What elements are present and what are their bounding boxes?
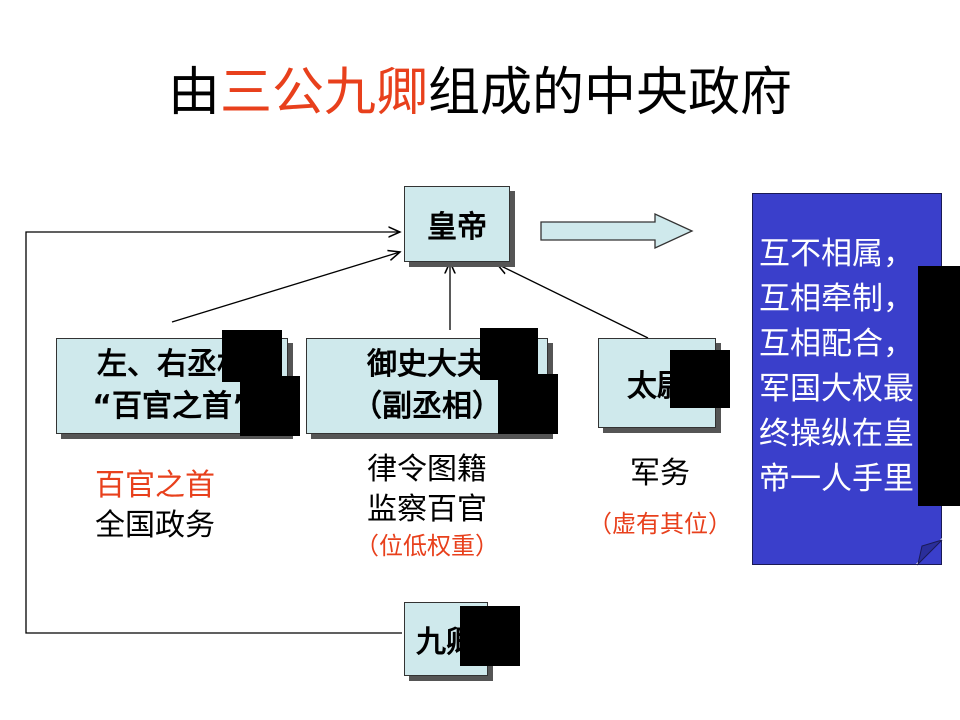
redaction-block <box>240 376 300 436</box>
censor-duty-3: （位低权重） <box>355 532 499 560</box>
censor-label-line1: 御史大夫 <box>367 347 487 382</box>
censor-duty-2: 监察百官 <box>367 492 487 527</box>
arrow-jiuqing-to-emperor <box>25 232 402 634</box>
emperor-box: 皇帝 <box>404 186 510 262</box>
summary-line: 军国大权最 <box>759 371 914 407</box>
arrow-chancellor-to-emperor <box>171 252 400 323</box>
chancellor-duty-2: 全国政务 <box>95 508 215 543</box>
censor-label-line2: （副丞相） <box>352 389 502 424</box>
taiwei-duties: 军务 （虚有其位） <box>560 454 760 540</box>
redaction-block <box>498 374 558 434</box>
page-title: 由三公九卿组成的中央政府 <box>0 58 960 128</box>
emperor-label: 皇帝 <box>427 210 487 245</box>
summary-line: 互不相属， <box>759 236 914 272</box>
summary-box: 互不相属， 互相牵制， 互相配合， 军国大权最 终操纵在皇 帝一人手里 <box>752 193 942 565</box>
chancellor-duty-1: 百官之首 <box>95 468 215 503</box>
title-prefix: 由 <box>167 63 220 123</box>
page-curl-icon <box>916 538 943 566</box>
title-suffix: 组成的中央政府 <box>428 63 793 123</box>
censor-duty-1: 律令图籍 <box>367 452 487 487</box>
redaction-block <box>222 330 282 382</box>
redaction-block <box>460 606 520 666</box>
taiwei-duty-2: （虚有其位） <box>588 510 732 538</box>
summary-line: 终操纵在皇 <box>759 416 914 452</box>
arrow-taiwei-to-emperor <box>497 264 649 339</box>
summary-line: 帝一人手里 <box>759 461 914 497</box>
summary-line: 互相配合， <box>759 326 914 362</box>
chancellor-label-line2: “百官之首” <box>92 389 252 424</box>
title-highlight: 三公九卿 <box>219 63 428 123</box>
redaction-block <box>918 266 960 506</box>
summary-line: 互相牵制， <box>759 281 914 317</box>
redaction-block <box>670 350 730 408</box>
censor-duties: 律令图籍 监察百官 （位低权重） <box>312 450 542 562</box>
taiwei-duty-1: 军务 <box>630 456 690 491</box>
block-arrow-right <box>540 212 694 250</box>
chancellor-duties: 百官之首 全国政务 <box>40 466 270 546</box>
redaction-block <box>480 328 538 380</box>
